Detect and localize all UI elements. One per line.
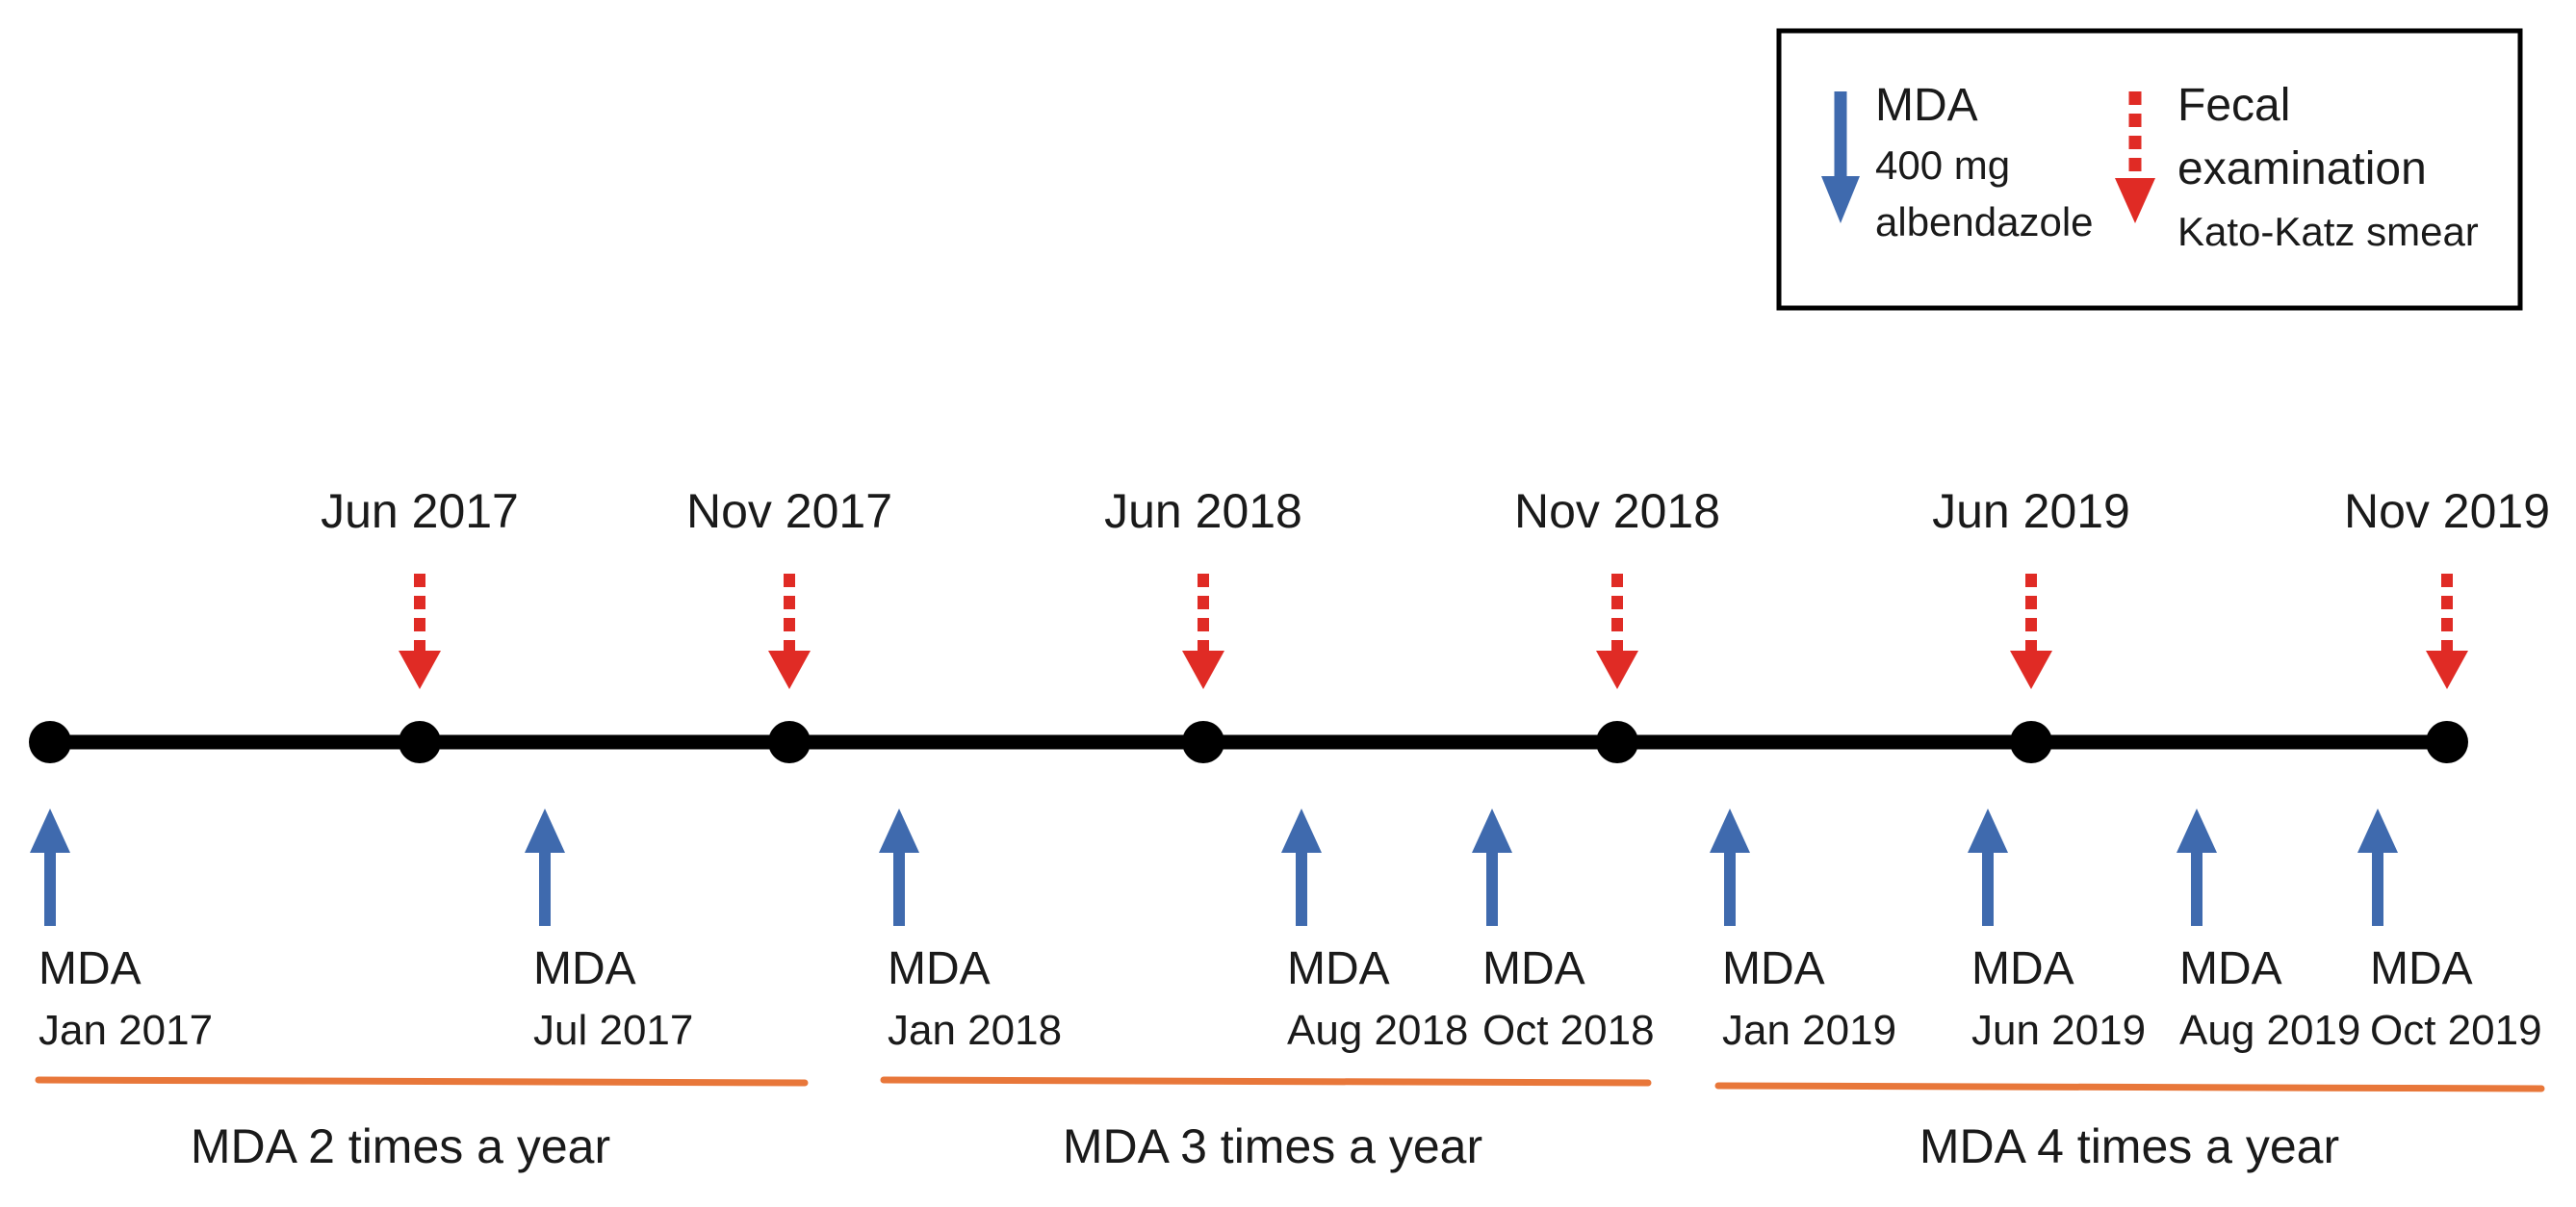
timeline-node (29, 721, 71, 763)
fecal-exam-date: Nov 2017 (686, 484, 892, 538)
timeline-node (768, 721, 811, 763)
mda-event-marker: MDA Oct 2019 (2357, 809, 2542, 1054)
mda-periods: MDA 2 times a year MDA 3 times a year MDA … (35, 1076, 2545, 1173)
fecal-exam-date: Jun 2018 (1104, 484, 1302, 538)
mda-event-date: Aug 2019 (2179, 1007, 2360, 1054)
timeline-node (1596, 721, 1638, 763)
mda-event-marker: MDA Jun 2019 (1968, 809, 2146, 1054)
legend: MDA 400 mg albendazole Fecal examination… (1776, 28, 2523, 311)
fecal-arrow-head (2426, 651, 2468, 689)
mda-period: MDA 4 times a year (1714, 1082, 2545, 1173)
mda-period: MDA 3 times a year (880, 1076, 1652, 1173)
mda-event-title: MDA (2370, 943, 2473, 994)
legend-fecal-title-1: Fecal (2177, 80, 2290, 131)
mda-event-title: MDA (888, 943, 991, 994)
mda-event-date: Aug 2018 (1287, 1007, 1468, 1054)
mda-event-marker: MDA Jan 2017 (30, 809, 213, 1054)
mda-arrow-head (1710, 809, 1750, 853)
fecal-arrow-head (2010, 651, 2052, 689)
timeline-node (2426, 721, 2468, 763)
fecal-arrow-head (1596, 651, 1638, 689)
fecal-arrow-head (768, 651, 811, 689)
legend-mda-title: MDA (1875, 80, 1978, 131)
period-underline (35, 1076, 809, 1087)
legend-mda-drug: albendazole (1875, 199, 2094, 244)
period-label: MDA 4 times a year (1919, 1119, 2339, 1173)
mda-arrow-head (2177, 809, 2217, 853)
mda-event-title: MDA (1482, 943, 1585, 994)
mda-event-date: Jan 2018 (888, 1007, 1062, 1054)
timeline-node (1182, 721, 1224, 763)
fecal-exam-date: Nov 2019 (2344, 484, 2550, 538)
fecal-exam-marker: Nov 2018 (1514, 484, 1720, 689)
legend-fecal-title-2: examination (2177, 143, 2427, 194)
mda-event-date: Oct 2019 (2370, 1007, 2542, 1054)
mda-event-title: MDA (1287, 943, 1390, 994)
mda-event-marker: MDA Aug 2019 (2177, 809, 2360, 1054)
timeline-nodes (29, 721, 2468, 763)
period-underline (1714, 1082, 2545, 1092)
fecal-exam-date: Jun 2017 (321, 484, 519, 538)
timeline-node (399, 721, 441, 763)
mda-event-date: Jan 2017 (39, 1007, 213, 1054)
mda-event-marker: MDA Jan 2019 (1710, 809, 1896, 1054)
mda-event-title: MDA (2179, 943, 2282, 994)
mda-event-marker: MDA Aug 2018 (1281, 809, 1468, 1054)
fecal-exam-marker: Jun 2018 (1104, 484, 1302, 689)
mda-event-title: MDA (1722, 943, 1825, 994)
mda-arrow-head (1472, 809, 1512, 853)
mda-arrow-head (1281, 809, 1322, 853)
mda-event-date: Jun 2019 (1971, 1007, 2146, 1054)
mda-period: MDA 2 times a year (35, 1076, 809, 1173)
mda-event-marker: MDA Jul 2017 (525, 809, 693, 1054)
mda-event-title: MDA (1971, 943, 2074, 994)
mda-event-marker: MDA Oct 2018 (1472, 809, 1655, 1054)
period-underline (880, 1076, 1652, 1087)
fecal-arrow-head (399, 651, 441, 689)
legend-fecal-method: Kato-Katz smear (2177, 209, 2479, 254)
period-label: MDA 3 times a year (1063, 1119, 1482, 1173)
timeline-node (2010, 721, 2052, 763)
legend-mda-icon (1821, 91, 1860, 223)
fecal-exam-marker: Nov 2017 (686, 484, 892, 689)
fecal-exam-marker: Jun 2017 (321, 484, 519, 689)
mda-event-date: Jan 2019 (1722, 1007, 1896, 1054)
fecal-exam-date: Jun 2019 (1932, 484, 2130, 538)
period-label: MDA 2 times a year (191, 1119, 610, 1173)
fecal-exam-date: Nov 2018 (1514, 484, 1720, 538)
legend-fecal-icon (2115, 91, 2155, 223)
fecal-arrow-head (1182, 651, 1224, 689)
mda-event-date: Jul 2017 (533, 1007, 693, 1054)
mda-arrow-head (2357, 809, 2398, 853)
legend-mda-dose: 400 mg (1875, 142, 2010, 188)
mda-arrow-head (1968, 809, 2008, 853)
mda-arrow-head (30, 809, 70, 853)
mda-event-date: Oct 2018 (1482, 1007, 1655, 1054)
mda-arrow-head (879, 809, 919, 853)
mda-event-title: MDA (39, 943, 142, 994)
mda-event-title: MDA (533, 943, 636, 994)
legend-box (1776, 28, 2523, 311)
mda-event-marker: MDA Jan 2018 (879, 809, 1062, 1054)
fecal-exams: Jun 2017 Nov 2017 Jun 2018 Nov 2018 Jun 2019… (321, 484, 2550, 689)
fecal-exam-marker: Nov 2019 (2344, 484, 2550, 689)
fecal-exam-marker: Jun 2019 (1932, 484, 2130, 689)
mda-arrow-head (525, 809, 565, 853)
